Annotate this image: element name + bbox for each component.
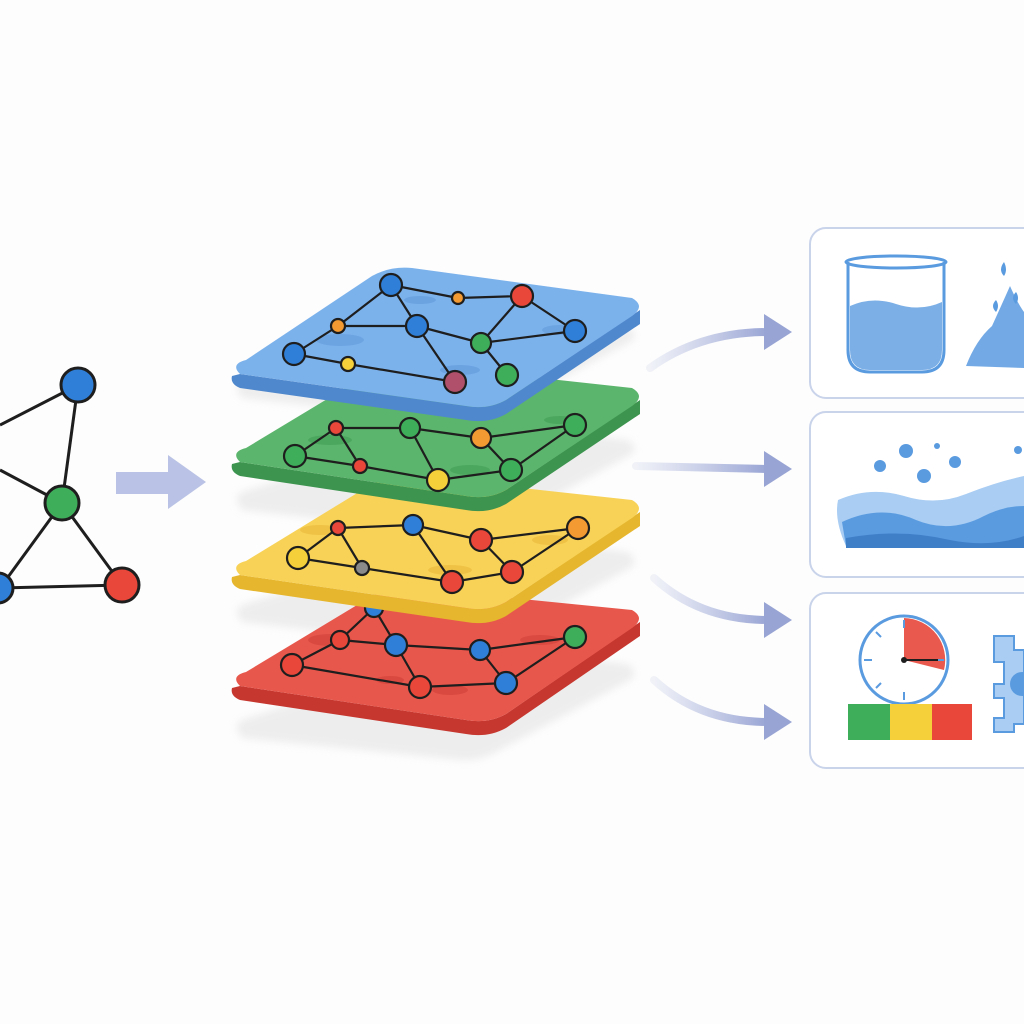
- layer-node: [494, 362, 520, 388]
- graph-node: [43, 484, 81, 522]
- layer-blue: [231, 267, 640, 422]
- output-panel-liquid: [809, 227, 1024, 399]
- layer-node: [442, 369, 468, 395]
- layer-yellow-plate: [236, 475, 639, 610]
- layer-node: [398, 416, 422, 440]
- layer-node: [468, 638, 492, 662]
- layer-node: [282, 443, 308, 469]
- layer-node: [509, 283, 535, 309]
- output-arrow: [650, 574, 792, 638]
- layer-node: [329, 317, 347, 335]
- layer-node: [401, 513, 425, 537]
- layer-node: [562, 412, 588, 438]
- layer-node: [469, 331, 493, 355]
- splash-icon: [966, 262, 1024, 368]
- output-arrow: [650, 676, 792, 740]
- layer-blue-plate: [236, 267, 639, 408]
- output-arrows: [632, 314, 792, 740]
- beaker-icon: [844, 254, 948, 374]
- output-panels: [809, 227, 1024, 769]
- layer-node: [469, 426, 493, 450]
- layer-green: [231, 363, 640, 512]
- layer-node: [329, 519, 347, 537]
- graph-node: [0, 571, 15, 605]
- gear-icon: [993, 635, 1024, 733]
- layer-blue-nodes: [281, 272, 588, 395]
- layer-node: [562, 318, 588, 344]
- graph-edge: [0, 583, 123, 590]
- graph-edge: [60, 384, 80, 504]
- layer-node: [327, 419, 345, 437]
- layer-node: [351, 457, 369, 475]
- layer-red-plate: [236, 587, 639, 722]
- layer-node: [493, 670, 519, 696]
- layer-node: [329, 629, 351, 651]
- layer-stack: [231, 267, 640, 761]
- layer-node: [425, 467, 451, 493]
- bubbles-icon: [874, 443, 1022, 483]
- layer-node: [562, 624, 588, 650]
- layer-node: [281, 341, 307, 367]
- layer-node: [407, 674, 433, 700]
- input-graph: [0, 366, 141, 605]
- layer-node: [279, 652, 305, 678]
- layer-node: [499, 559, 525, 585]
- layer-red-nodes: [279, 597, 588, 700]
- gauge-icon: [858, 614, 950, 706]
- layer-red: [231, 587, 640, 736]
- layer-node: [383, 632, 409, 658]
- output-arrow: [646, 314, 792, 372]
- layer-node: [353, 559, 371, 577]
- layer-node: [339, 355, 357, 373]
- layer-yellow-texture: [300, 525, 568, 575]
- layer-green-edges: [294, 423, 576, 482]
- layer-node: [404, 313, 430, 339]
- graph-node: [59, 366, 97, 404]
- graph-node: [103, 566, 141, 604]
- layer-node: [285, 545, 311, 571]
- wave-icon: [837, 476, 1024, 548]
- input-arrow: [116, 455, 206, 509]
- layer-green-nodes: [282, 412, 588, 493]
- layer-node: [450, 290, 466, 306]
- color-bar-icon: [848, 704, 972, 740]
- layer-node: [439, 569, 465, 595]
- layer-node: [565, 515, 591, 541]
- layer-node: [378, 272, 404, 298]
- output-panel-wave: [809, 411, 1024, 578]
- layer-node: [498, 457, 524, 483]
- layer-red-edge: [231, 622, 640, 736]
- layer-node: [468, 527, 494, 553]
- output-panel-gauge: [809, 592, 1024, 769]
- layer-green-edge: [231, 400, 640, 512]
- layer-yellow: [231, 475, 640, 624]
- layer-yellow-nodes: [285, 513, 591, 595]
- layer-blue-edge: [231, 310, 640, 422]
- output-arrow: [632, 451, 792, 487]
- layer-yellow-edge: [231, 512, 640, 624]
